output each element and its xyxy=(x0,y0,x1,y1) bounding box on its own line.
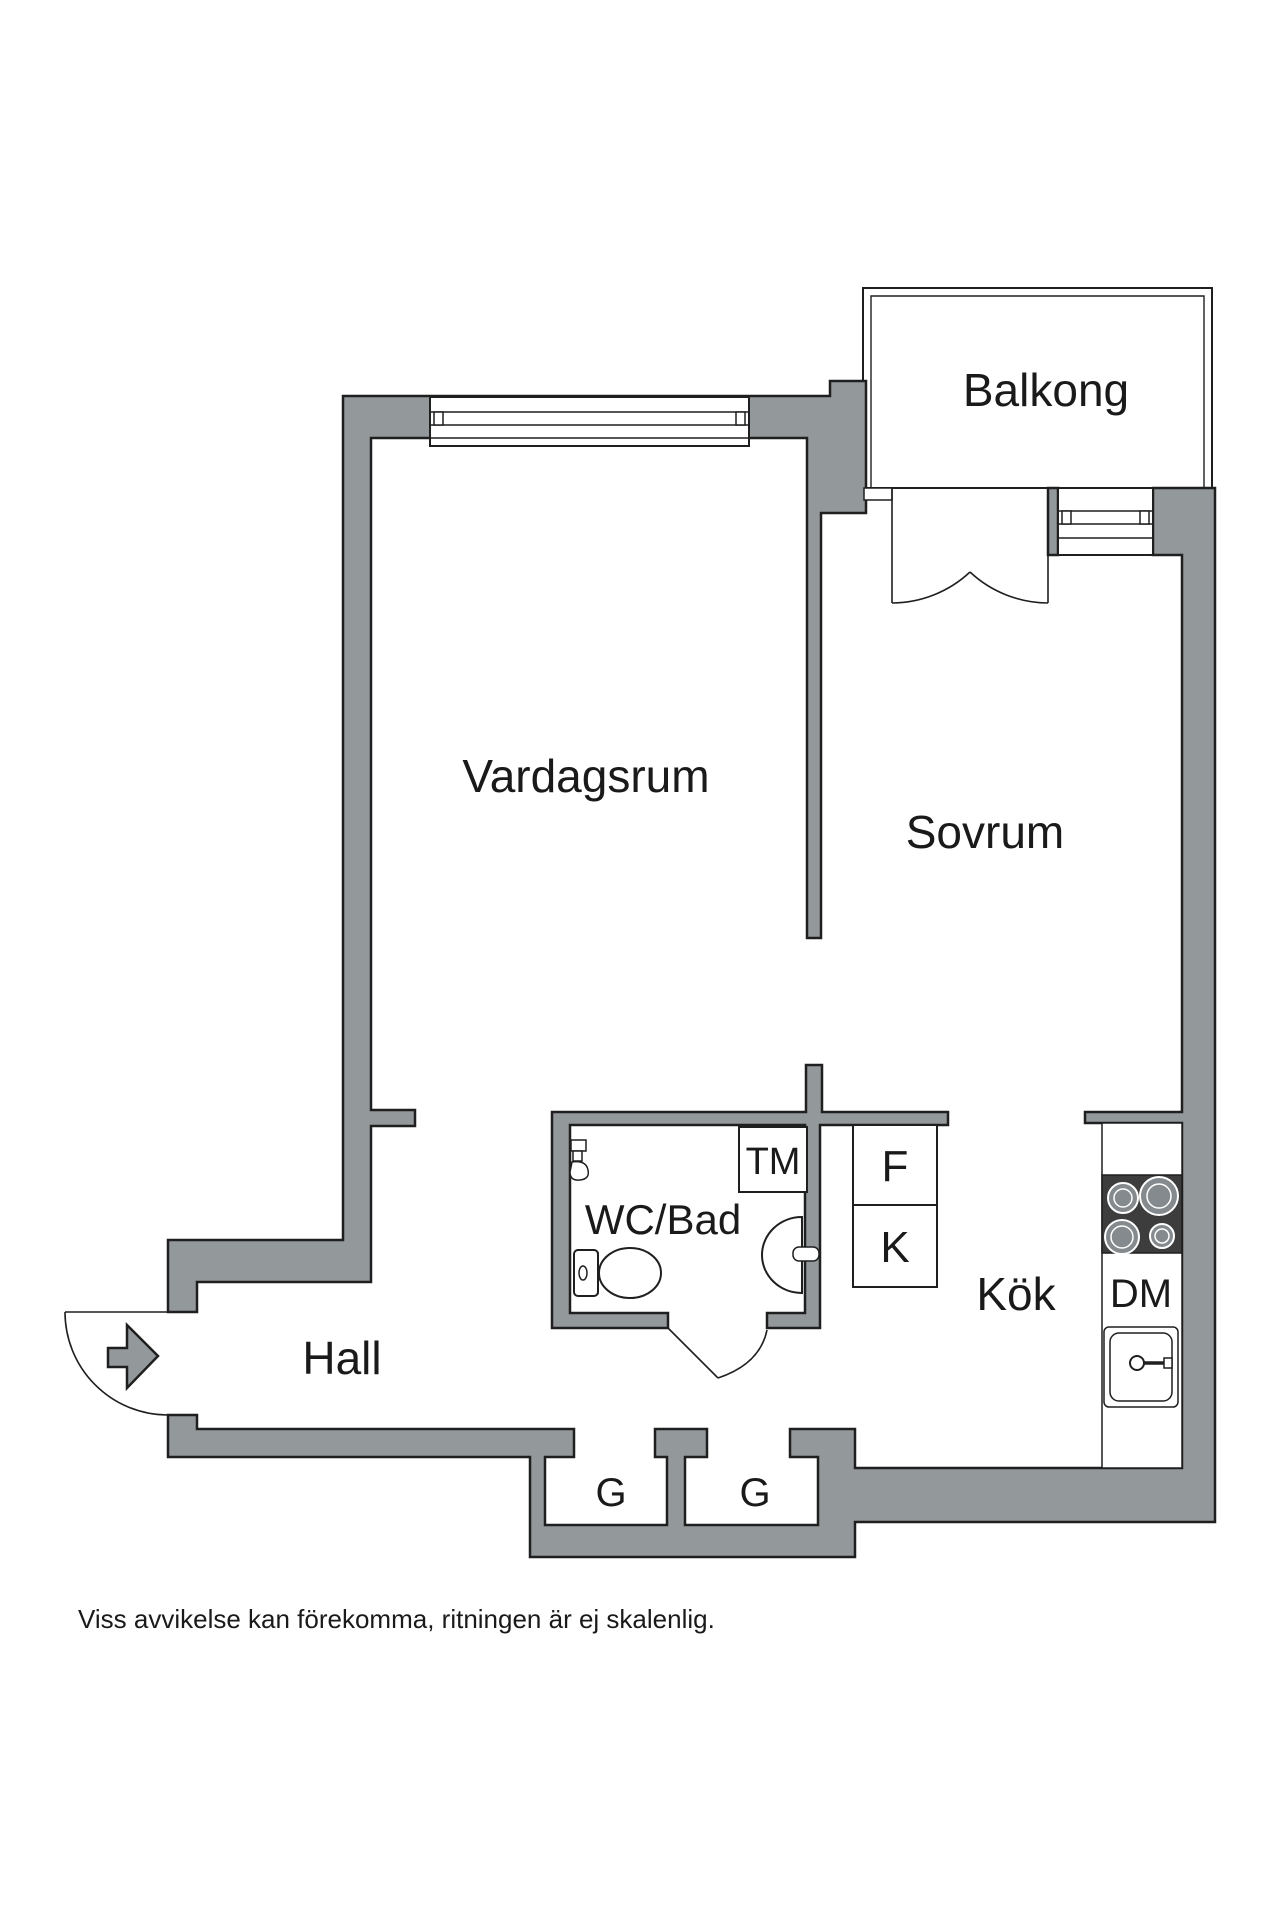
windows xyxy=(429,396,1154,556)
balcony xyxy=(862,287,1213,489)
freezer-box xyxy=(852,1204,938,1288)
entry-door xyxy=(64,1311,169,1416)
living-room-label: Vardagsrum xyxy=(462,750,709,802)
bathroom-fixtures xyxy=(569,1126,820,1299)
balcony-inner-line xyxy=(870,295,1205,488)
wall-bathroom xyxy=(550,1063,950,1330)
bathroom-door xyxy=(667,1327,768,1379)
balcony-door xyxy=(891,488,1049,604)
closet-left-label: G xyxy=(595,1471,626,1515)
kitchen-label: Kök xyxy=(976,1268,1056,1320)
bedroom-window xyxy=(1057,487,1154,556)
hall-label: Hall xyxy=(302,1332,381,1384)
doors xyxy=(64,488,1049,1416)
balcony-outline xyxy=(862,287,1213,489)
disclaimer-text: Viss avvikelse kan förekomma, ritningen … xyxy=(78,1604,715,1634)
labels: Vardagsrum Sovrum Balkong WC/Bad Kök Hal… xyxy=(78,364,1172,1634)
entry-arrow-icon xyxy=(106,1321,160,1392)
washing-machine-label: TM xyxy=(746,1141,801,1183)
wall-bottom-right xyxy=(166,486,1217,1559)
basin-icon xyxy=(761,1215,820,1295)
closet-right-label: G xyxy=(739,1471,770,1515)
washing-machine-box xyxy=(738,1126,808,1193)
bedroom-label: Sovrum xyxy=(906,806,1064,858)
fridge-freezer xyxy=(852,1124,938,1288)
freezer-label: K xyxy=(880,1223,909,1272)
sink-icon xyxy=(1103,1326,1179,1408)
balcony-label: Balkong xyxy=(963,364,1129,416)
wall-pier-window xyxy=(1046,486,1060,557)
kitchen-fixtures xyxy=(852,1122,1183,1469)
stove-icon xyxy=(1101,1174,1183,1255)
dishwasher-label: DM xyxy=(1110,1272,1172,1316)
balcony-threshold xyxy=(863,487,893,501)
fridge-label: F xyxy=(882,1142,909,1191)
fridge-box xyxy=(852,1124,938,1206)
toilet-icon xyxy=(573,1247,662,1299)
shower-mixer-icon xyxy=(569,1139,590,1181)
bathroom-label: WC/Bad xyxy=(585,1196,741,1243)
living-room-window xyxy=(429,396,750,447)
wall-main xyxy=(166,379,868,1314)
